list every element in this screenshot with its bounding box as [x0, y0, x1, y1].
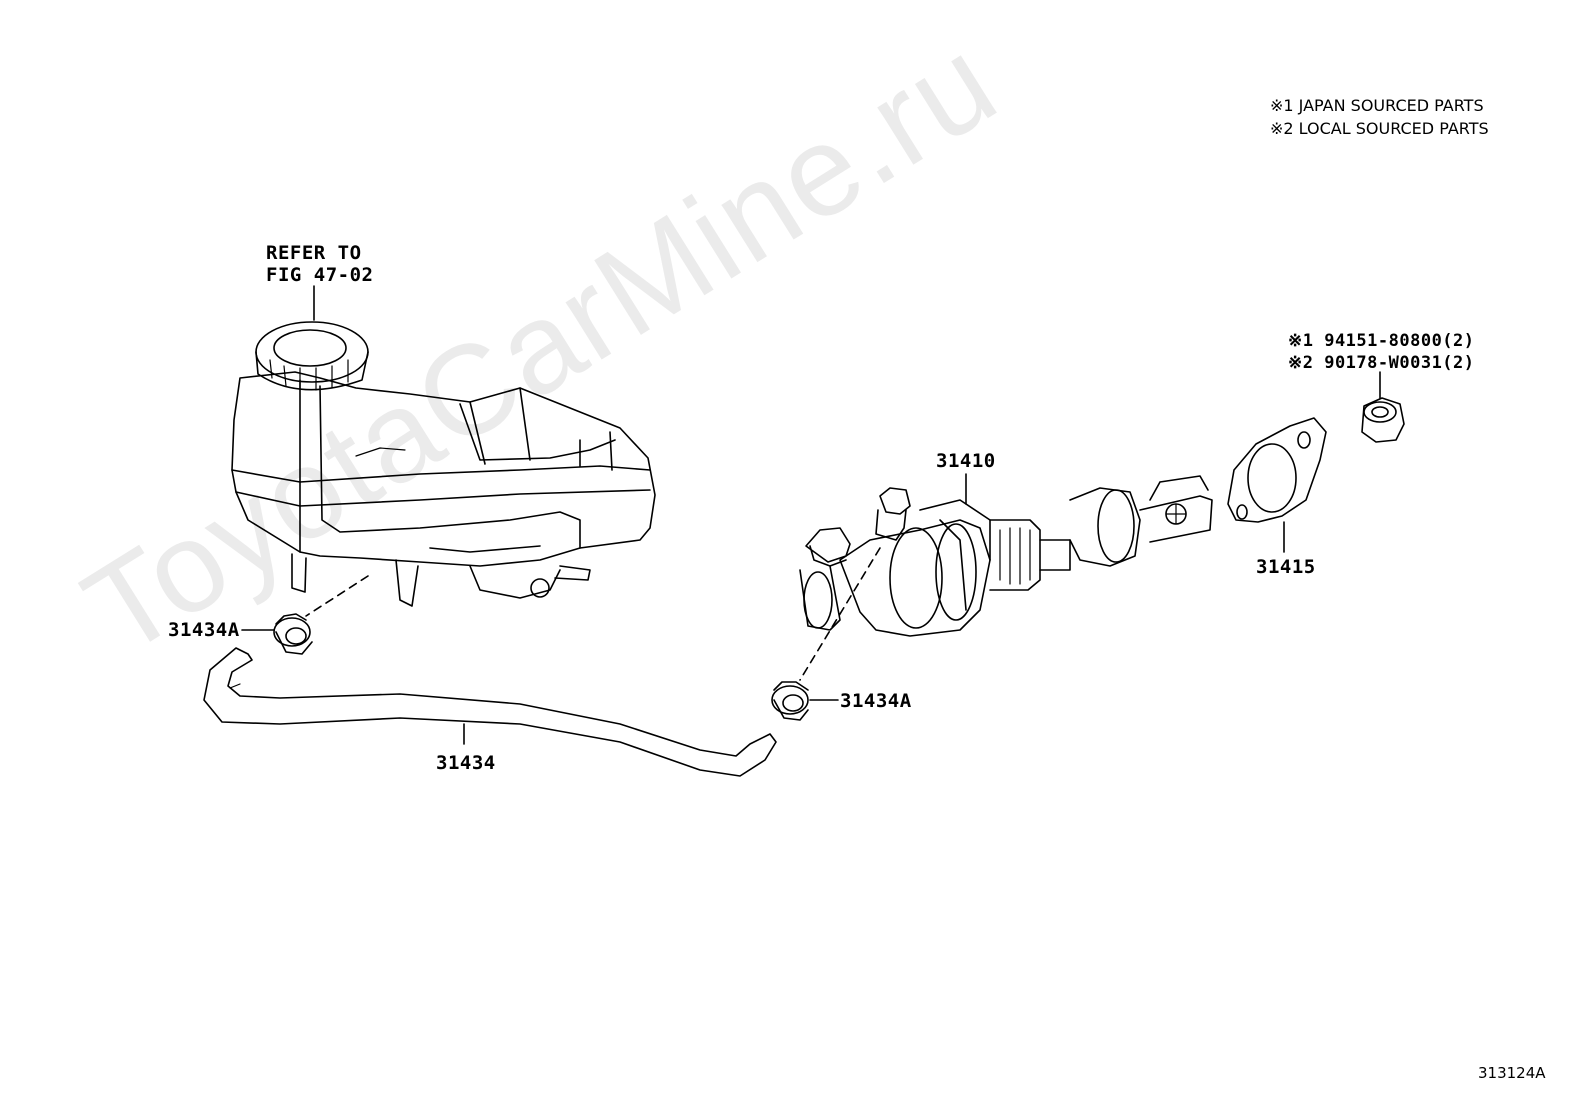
dashed-line-right	[799, 547, 881, 681]
label-nut-part1: ※1 94151-80800(2)	[1288, 331, 1475, 351]
label-gasket: 31415	[1256, 556, 1316, 578]
label-clip-left: 31434A	[168, 619, 240, 641]
label-refer-line1: REFER TO	[266, 242, 362, 264]
dashed-line-left	[305, 575, 369, 617]
clip-right[interactable]	[771, 681, 809, 721]
label-master-cylinder: 31410	[936, 450, 996, 472]
clip-left[interactable]	[273, 613, 313, 655]
nut[interactable]	[1361, 397, 1405, 443]
label-refer-line2: FIG 47-02	[266, 264, 374, 286]
master-cylinder[interactable]	[799, 475, 1213, 637]
label-clip-right: 31434A	[840, 690, 912, 712]
note-japan-sourced: ※1 JAPAN SOURCED PARTS	[1270, 96, 1484, 115]
hose[interactable]	[203, 647, 777, 777]
gasket[interactable]	[1227, 417, 1327, 523]
note-local-sourced: ※2 LOCAL SOURCED PARTS	[1270, 119, 1489, 138]
figure-reference: 313124A	[1478, 1064, 1546, 1082]
reservoir-tank[interactable]	[231, 371, 656, 607]
label-nut-part2: ※2 90178-W0031(2)	[1288, 353, 1475, 373]
reservoir-cap[interactable]	[255, 321, 369, 391]
label-hose: 31434	[436, 752, 496, 774]
